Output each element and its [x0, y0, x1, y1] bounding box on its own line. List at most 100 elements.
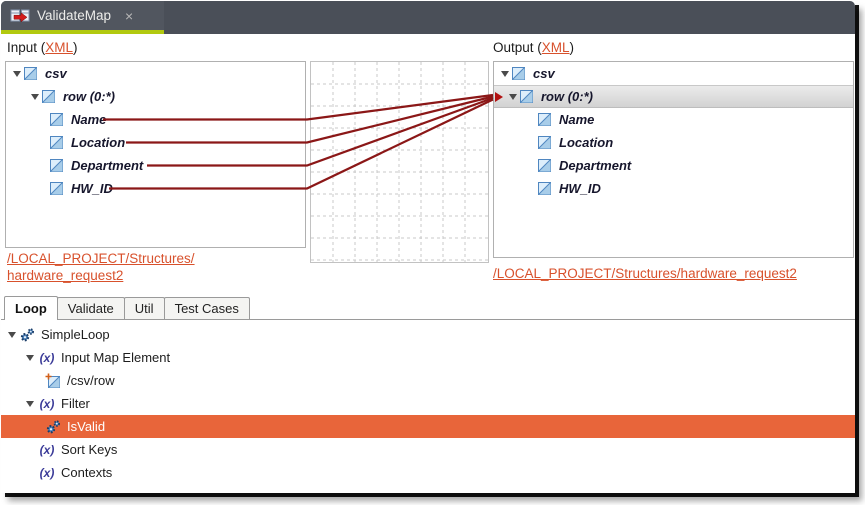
node-label: csv	[45, 66, 67, 81]
xml-element-icon	[538, 159, 551, 172]
output-xml-link[interactable]: XML	[541, 40, 570, 55]
loop-node-csv-row[interactable]: /csv/row	[1, 369, 855, 392]
node-label: HW_ID	[559, 181, 601, 196]
editor-tab-title: ValidateMap	[37, 8, 112, 23]
loop-node-input-map-element[interactable]: (x) Input Map Element	[1, 346, 855, 369]
loop-node-contexts[interactable]: (x) Contexts	[1, 461, 855, 484]
node-label: SimpleLoop	[41, 327, 110, 342]
input-structure-link-line1: /LOCAL_PROJECT/Structures/	[7, 251, 195, 266]
tab-label: Util	[134, 301, 154, 316]
input-node-department[interactable]: Department	[6, 154, 305, 177]
editor-tab-validatemap[interactable]: ValidateMap ×	[1, 1, 164, 30]
tab-label: Loop	[15, 301, 47, 316]
input-node-csv[interactable]: csv	[6, 62, 305, 85]
tab-loop[interactable]: Loop	[4, 296, 58, 320]
function-icon: (x)	[39, 442, 55, 457]
node-label: Contexts	[61, 465, 113, 480]
gears-icon	[45, 419, 61, 435]
node-label: row (0:*)	[541, 89, 593, 104]
input-node-row[interactable]: row (0:*)	[6, 85, 305, 108]
active-tab-underline	[1, 30, 164, 34]
validate-map-window: ValidateMap × Input (XML) Output (XML) c…	[1, 1, 855, 493]
loop-node-simpleloop[interactable]: SimpleLoop	[1, 323, 855, 346]
node-label: Filter	[61, 396, 90, 411]
expand-toggle[interactable]	[498, 70, 512, 77]
xml-element-icon	[538, 136, 551, 149]
output-header-text: Output (	[493, 40, 542, 55]
function-icon: (x)	[39, 465, 55, 480]
input-xml-link[interactable]: XML	[45, 40, 74, 55]
xml-element-icon	[538, 182, 551, 195]
mapping-canvas[interactable]	[310, 61, 489, 263]
bottom-tabbar: Loop Validate Util Test Cases	[1, 296, 855, 320]
node-label: Department	[71, 158, 144, 173]
output-node-row-selected[interactable]: row (0:*)	[494, 85, 853, 108]
node-label: HW_ID	[71, 181, 113, 196]
node-label: IsValid	[67, 419, 106, 434]
output-node-name[interactable]: Name	[494, 108, 853, 131]
input-header-text-close: )	[73, 40, 78, 55]
editor-titlebar: ValidateMap ×	[1, 1, 855, 34]
xml-element-icon	[538, 113, 551, 126]
input-panel-header: Input (XML)	[7, 40, 78, 55]
xml-element-icon	[50, 182, 63, 195]
input-node-hwid[interactable]: HW_ID	[6, 177, 305, 200]
tab-validate[interactable]: Validate	[56, 297, 125, 319]
loop-node-sort-keys[interactable]: (x) Sort Keys	[1, 438, 855, 461]
expand-toggle[interactable]	[23, 354, 37, 361]
expand-toggle[interactable]	[5, 331, 19, 338]
input-node-name[interactable]: Name	[6, 108, 305, 131]
mapper-content: Input (XML) Output (XML) csv row (0:*) N…	[1, 34, 855, 493]
node-label: Name	[559, 112, 595, 127]
output-tree-panel: csv row (0:*) Name Location Department	[493, 61, 854, 258]
input-node-location[interactable]: Location	[6, 131, 305, 154]
node-label: Department	[559, 158, 632, 173]
input-tree-panel: csv row (0:*) Name Location Department	[5, 61, 306, 248]
expand-toggle[interactable]	[23, 400, 37, 407]
input-header-text: Input (	[7, 40, 46, 55]
tab-label: Validate	[67, 301, 114, 316]
tab-util[interactable]: Util	[123, 297, 165, 319]
output-node-location[interactable]: Location	[494, 131, 853, 154]
node-label: row (0:*)	[63, 89, 115, 104]
mapping-grid	[311, 62, 488, 262]
map-transform-icon	[10, 9, 30, 22]
node-label: csv	[533, 66, 555, 81]
mapping-target-arrow-icon	[495, 91, 503, 102]
node-label: Sort Keys	[61, 442, 118, 457]
loop-node-filter[interactable]: (x) Filter	[1, 392, 855, 415]
node-label: Location	[71, 135, 126, 150]
output-header-text-close: )	[569, 40, 575, 55]
node-label: Input Map Element	[61, 350, 171, 365]
loop-node-isvalid-selected[interactable]: IsValid	[1, 415, 855, 438]
input-structure-link-line2: hardware_request2	[7, 268, 124, 283]
output-node-hwid[interactable]: HW_ID	[494, 177, 853, 200]
xml-element-new-icon	[45, 373, 61, 388]
xml-element-icon	[50, 113, 63, 126]
input-structure-link[interactable]: /LOCAL_PROJECT/Structures/hardware_reque…	[7, 250, 237, 284]
node-label: Name	[71, 112, 107, 127]
tab-close-icon[interactable]: ×	[125, 7, 134, 24]
node-label: /csv/row	[67, 373, 115, 388]
output-node-csv[interactable]: csv	[494, 62, 853, 85]
tab-test-cases[interactable]: Test Cases	[163, 297, 250, 319]
xml-element-icon	[50, 159, 63, 172]
loop-tree: SimpleLoop (x) Input Map Element /csv/ro…	[1, 323, 855, 484]
xml-element-icon	[24, 67, 37, 80]
xml-element-icon	[42, 90, 55, 103]
node-label: Location	[559, 135, 614, 150]
output-panel-header: Output (XML)	[493, 40, 574, 55]
expand-toggle[interactable]	[10, 70, 24, 77]
output-structure-link[interactable]: /LOCAL_PROJECT/Structures/hardware_reque…	[493, 265, 797, 282]
gears-icon	[19, 327, 35, 343]
expand-toggle[interactable]	[506, 93, 520, 100]
xml-element-icon	[50, 136, 63, 149]
function-icon: (x)	[39, 350, 55, 365]
function-icon: (x)	[39, 396, 55, 411]
output-structure-link-text: /LOCAL_PROJECT/Structures/hardware_reque…	[493, 266, 797, 281]
expand-toggle[interactable]	[28, 93, 42, 100]
output-node-department[interactable]: Department	[494, 154, 853, 177]
xml-element-icon	[512, 67, 525, 80]
tab-label: Test Cases	[174, 301, 239, 316]
xml-element-icon	[520, 90, 533, 103]
